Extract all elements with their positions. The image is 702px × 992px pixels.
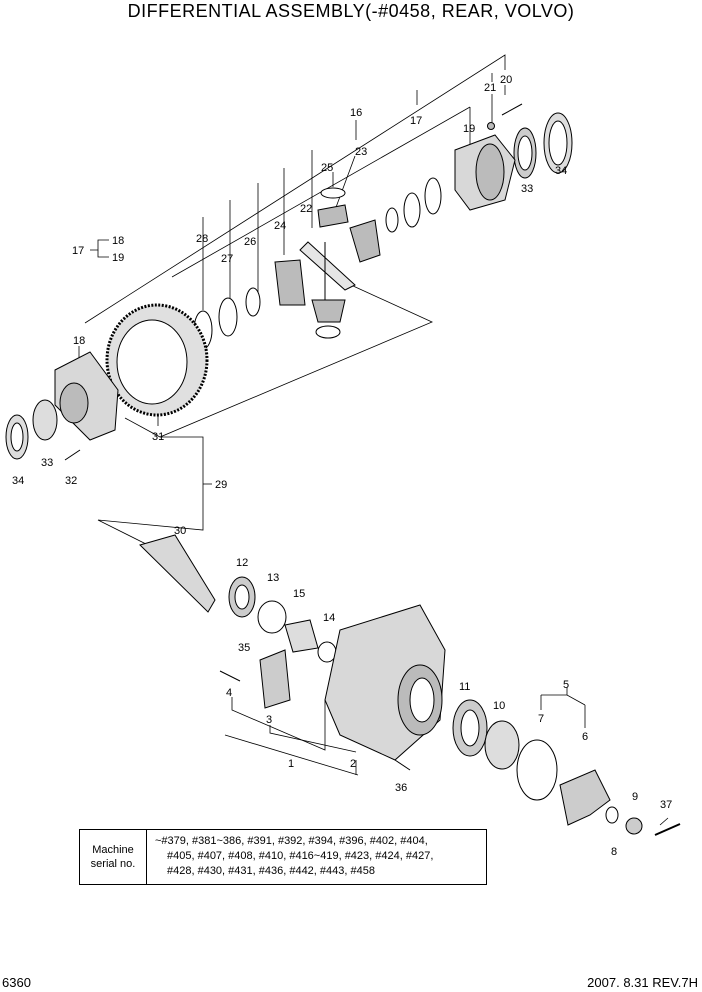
callout-35: 35 [238, 642, 250, 654]
callout-17-note: 17 [72, 245, 84, 257]
callout-4: 4 [226, 687, 232, 699]
callout-31: 31 [152, 431, 164, 443]
serial-values: ~#379, #381~386, #391, #392, #394, #396,… [147, 830, 486, 884]
callout-11: 11 [459, 681, 470, 693]
callout-20: 20 [500, 74, 512, 86]
callout-34-left: 34 [12, 475, 24, 487]
callout-7: 7 [538, 713, 544, 725]
serial-line: ~#379, #381~386, #391, #392, #394, #396,… [155, 835, 428, 847]
callout-23: 23 [355, 146, 367, 158]
callout-21: 21 [484, 82, 496, 94]
callout-12: 12 [236, 557, 248, 569]
serial-label-line1: Machine [92, 844, 134, 856]
callout-30: 30 [174, 525, 186, 537]
callout-34-right: 34 [555, 165, 567, 177]
parts [5, 103, 681, 836]
callout-19: 19 [463, 123, 475, 135]
callout-5: 5 [563, 679, 569, 691]
callout-2: 2 [350, 758, 356, 770]
callout-6: 6 [582, 731, 588, 743]
callout-36: 36 [395, 782, 407, 794]
serial-line: #428, #430, #431, #436, #442, #443, #458 [167, 865, 375, 877]
serial-line: #405, #407, #408, #410, #416~419, #423, … [167, 850, 434, 862]
callout-29: 29 [215, 479, 227, 491]
callout-17: 17 [410, 115, 422, 127]
callout-33-left: 33 [41, 457, 53, 469]
callout-10: 10 [493, 700, 505, 712]
serial-label-line2: serial no. [90, 858, 136, 870]
callout-26: 26 [244, 236, 256, 248]
callout-37: 37 [660, 799, 672, 811]
callout-27: 27 [221, 253, 233, 265]
page-number: 6360 [2, 975, 31, 990]
revision-date: 2007. 8.31 REV.7H [587, 975, 698, 990]
callout-32: 32 [65, 475, 77, 487]
callout-33-right: 33 [521, 183, 533, 195]
callout-1: 1 [288, 758, 294, 770]
callout-8: 8 [611, 846, 617, 858]
callout-14: 14 [323, 612, 335, 624]
serial-number-box: Machine serial no. ~#379, #381~386, #391… [79, 829, 487, 885]
callout-13: 13 [267, 572, 279, 584]
callout-18-note: 18 [112, 235, 124, 247]
callout-9: 9 [632, 791, 638, 803]
callout-labels: 1 2 3 4 5 6 7 8 9 10 11 12 13 14 15 16 1… [12, 74, 672, 858]
callout-16: 16 [350, 107, 362, 119]
callout-19-note: 19 [112, 252, 124, 264]
serial-label: Machine serial no. [80, 830, 147, 884]
callout-15: 15 [293, 588, 305, 600]
callout-22: 22 [300, 203, 312, 215]
callout-3: 3 [266, 714, 272, 726]
callout-18: 18 [73, 335, 85, 347]
callout-24: 24 [274, 220, 286, 232]
page-title: DIFFERENTIAL ASSEMBLY(-#0458, REAR, VOLV… [127, 1, 575, 21]
callout-28: 28 [196, 233, 208, 245]
callout-25: 25 [321, 162, 333, 174]
